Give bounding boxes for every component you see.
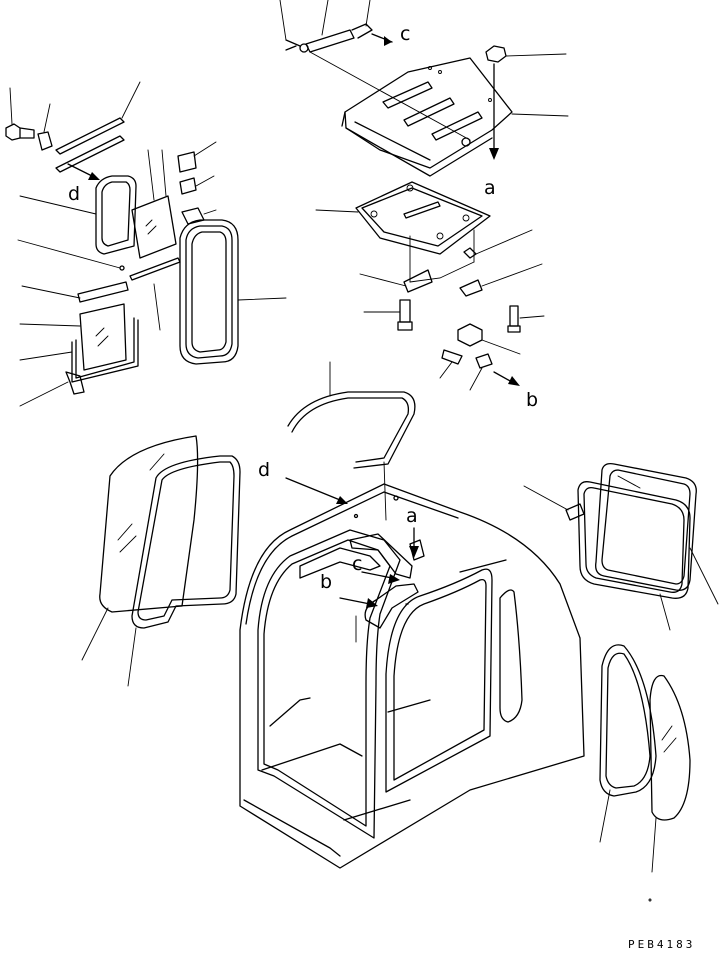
callout-b-right: b [526, 389, 538, 411]
cab-body-assembly [81, 361, 585, 869]
rear-window-assembly [523, 462, 719, 902]
callout-d-left: d [68, 183, 80, 205]
callout-a-top: a [484, 177, 496, 199]
callout-a-cab: a [406, 505, 418, 527]
drawing-code: PEB4183 [628, 938, 695, 951]
side-window-assembly [5, 81, 287, 407]
callout-b-cab: b [320, 571, 332, 593]
callout-c-cab: c [352, 553, 362, 575]
callout-d-cab: d [258, 459, 270, 481]
roof-hatch-assembly [279, 0, 569, 391]
callout-c-top: c [400, 23, 410, 45]
